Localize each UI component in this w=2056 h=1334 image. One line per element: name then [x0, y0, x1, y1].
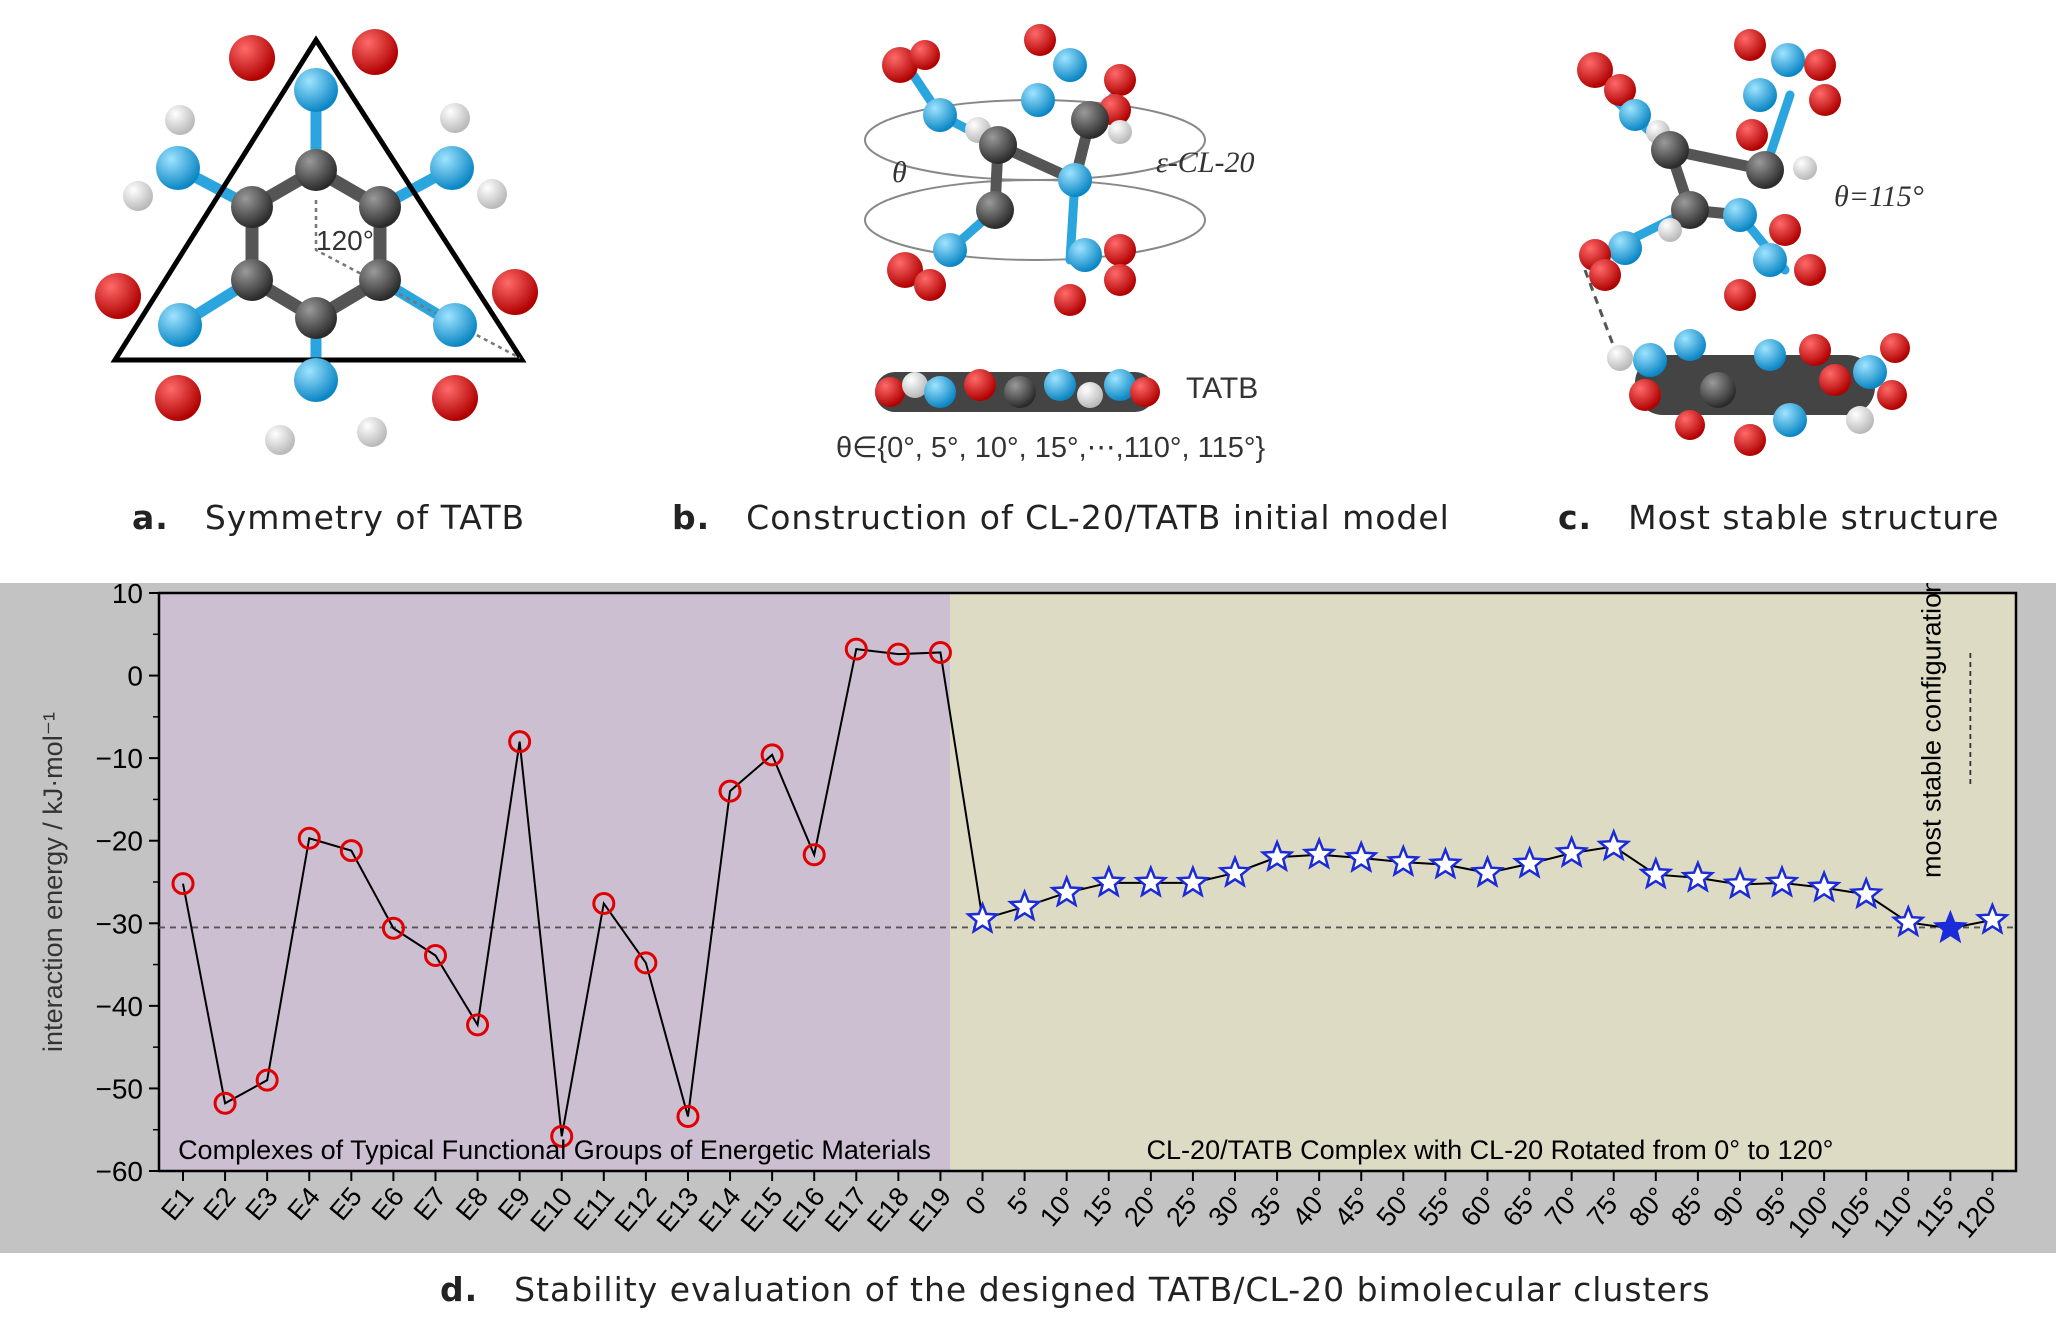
y-tick-label: −20: [96, 826, 144, 857]
circle-marker: [844, 637, 868, 661]
panel-b: θ ε-CL-20 TATB θ∈{0°, 5°, 10°, 15°,⋯,110…: [830, 0, 1350, 480]
circle-marker: [928, 640, 952, 664]
region-label-right: CL-20/TATB Complex with CL-20 Rotated fr…: [1147, 1135, 1834, 1165]
star-marker: [1554, 834, 1590, 868]
circle-marker: [886, 642, 910, 666]
theta-set-label: θ∈{0°, 5°, 10°, 15°,⋯,110°, 115°}: [836, 432, 1266, 464]
y-tick-label: −10: [96, 743, 144, 774]
caption-b-letter: b.: [672, 498, 711, 537]
star-marker: [1049, 874, 1085, 908]
caption-a-text: Symmetry of TATB: [204, 498, 526, 537]
star-marker: [1385, 843, 1421, 878]
star-marker: [1764, 864, 1800, 898]
y-tick-label: 10: [112, 583, 143, 609]
star-marker: [1259, 838, 1295, 873]
most-stable-annotation: most stable configuration: [1916, 583, 1946, 878]
theta-value-label: θ=115°: [1834, 180, 1924, 213]
star-marker: [1175, 864, 1211, 898]
chart-svg: 10 0 −10 −20 −30 −40 −50 −60 interaction energy …: [0, 578, 2056, 1253]
caption-d-letter: d.: [440, 1270, 479, 1309]
star-marker: [1007, 888, 1043, 922]
most-stable-star-marker: [1932, 909, 1968, 944]
interaction-energy-chart: 10 0 −10 −20 −30 −40 −50 −60 interaction energy …: [0, 578, 2056, 1253]
region-label-left: Complexes of Typical Functional Groups o…: [178, 1135, 931, 1165]
tatb-molecule-figure: 120°: [95, 29, 538, 455]
circle-marker: [171, 872, 195, 896]
theta-label: θ: [892, 156, 907, 189]
cl20-label: ε-CL-20: [1156, 146, 1255, 179]
star-marker: [1469, 854, 1505, 888]
circle-marker: [297, 826, 321, 850]
circle-marker: [213, 1091, 237, 1115]
y-tick-label: −40: [96, 991, 144, 1022]
star-marker: [1680, 859, 1716, 893]
star-marker: [1427, 846, 1463, 880]
tatb-label: TATB: [1186, 372, 1259, 405]
star-marker: [1848, 875, 1884, 910]
caption-d-text: Stability evaluation of the designed TAT…: [514, 1270, 1711, 1309]
y-tick-label: −50: [96, 1073, 144, 1104]
circle-marker: [550, 1124, 574, 1148]
circle-marker: [381, 916, 405, 940]
caption-b: b. Construction of CL-20/TATB initial mod…: [672, 498, 1450, 537]
caption-a: a. Symmetry of TATB: [132, 498, 525, 537]
panel-c: θ=115°: [1540, 0, 2056, 480]
circle-marker: [255, 1068, 279, 1092]
caption-c: c. Most stable structure: [1558, 498, 1999, 537]
star-marker: [1890, 904, 1926, 938]
star-marker: [1217, 854, 1253, 888]
circle-marker: [718, 779, 742, 803]
y-tick-label: −60: [96, 1156, 144, 1187]
star-marker: [1974, 901, 2010, 935]
star-marker: [1091, 864, 1127, 898]
star-marker: [965, 900, 1001, 935]
star-marker: [1806, 869, 1842, 903]
star-marker: [1512, 845, 1548, 879]
caption-b-text: Construction of CL-20/TATB initial model: [746, 498, 1450, 537]
angle-label: 120°: [316, 225, 374, 256]
star-marker: [1301, 836, 1337, 870]
circle-marker: [676, 1105, 700, 1129]
star-marker: [1133, 864, 1169, 898]
circle-marker: [466, 1013, 490, 1037]
panel-a: 120°: [0, 0, 620, 480]
circle-marker: [634, 951, 658, 975]
circle-marker: [760, 743, 784, 767]
y-tick-label: 0: [127, 661, 143, 692]
star-marker: [1343, 839, 1379, 873]
circle-marker: [423, 943, 447, 967]
caption-a-letter: a.: [132, 498, 169, 537]
circle-marker: [592, 891, 616, 915]
cl20-tatb-model-figure: [864, 24, 1206, 412]
most-stable-structure-figure: [1577, 29, 1910, 456]
circle-marker: [339, 839, 363, 863]
caption-c-letter: c.: [1558, 498, 1593, 537]
y-tick-label: −30: [96, 908, 144, 939]
star-marker: [1596, 828, 1632, 862]
y-axis-label: interaction energy / kJ·mol⁻¹: [38, 712, 68, 1052]
caption-d: d. Stability evaluation of the designed T…: [440, 1270, 1711, 1309]
circle-marker: [802, 843, 826, 867]
star-marker: [1638, 856, 1674, 890]
star-marker: [1722, 866, 1758, 900]
circle-marker: [508, 730, 532, 754]
caption-c-text: Most stable structure: [1628, 498, 2000, 537]
